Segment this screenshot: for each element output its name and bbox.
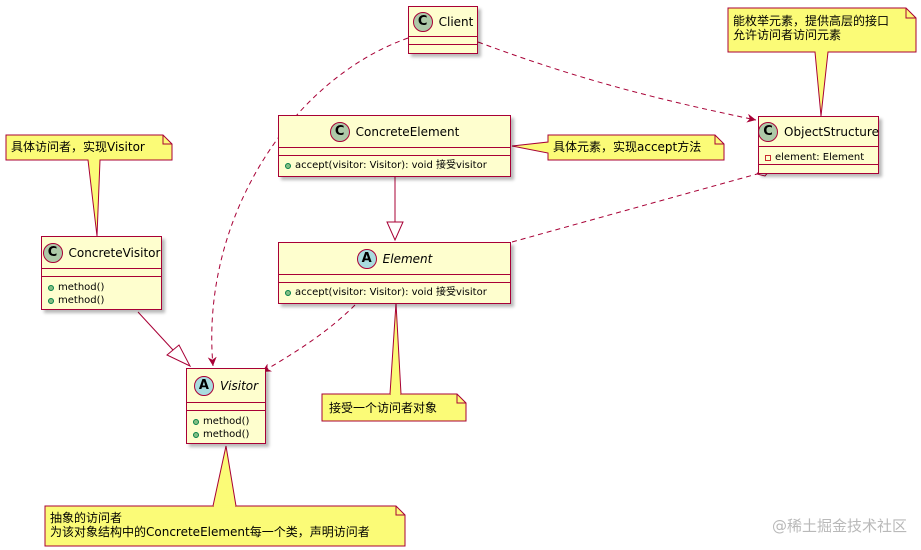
edge-concretevisitor-visitor: [137, 311, 174, 351]
class-type-badge: C: [329, 121, 350, 142]
class-client[interactable]: C Client: [408, 6, 478, 54]
method-text: method(): [203, 429, 250, 440]
note-object-structure-shape: [727, 7, 917, 117]
note-concrete-element-shape: [511, 134, 725, 161]
note-line: 允许访问者访问元素: [733, 28, 842, 42]
attribute-row: element: Element: [759, 151, 878, 164]
class-name: Client: [438, 14, 474, 29]
inheritance-triangle-element: [386, 221, 404, 242]
method-row: method(): [42, 294, 161, 307]
watermark: @稀土掘金技术社区: [771, 517, 907, 535]
public-visibility-icon: [285, 162, 291, 169]
class-name: ConcreteVisitor: [68, 245, 161, 260]
method-text: accept(visitor: Visitor): void 接受visitor: [295, 160, 487, 171]
class-visitor[interactable]: A Visitor method() method(): [186, 368, 266, 444]
class-type-badge: C: [412, 11, 433, 32]
class-type-badge: C: [42, 242, 63, 263]
class-object-structure[interactable]: C ObjectStructure element: Element: [758, 116, 879, 174]
note-object-structure: 能枚举元素，提供高层的接口 允许访问者访问元素: [733, 14, 889, 42]
class-type-badge: A: [193, 375, 214, 396]
class-visitor-header: A Visitor: [187, 369, 265, 403]
class-methods: method() method(): [42, 277, 161, 309]
class-element[interactable]: A Element accept(visitor: Visitor): void…: [278, 242, 511, 304]
class-attributes: [187, 403, 265, 411]
class-object-structure-header: C ObjectStructure: [758, 117, 879, 147]
class-type-badge: A: [356, 248, 377, 269]
method-row: accept(visitor: Visitor): void 接受visitor: [279, 286, 510, 299]
inheritance-triangle-visitor: [166, 344, 192, 368]
edge-element-visitor: [261, 304, 356, 373]
class-concrete-element[interactable]: C ConcreteElement accept(visitor: Visito…: [278, 115, 511, 177]
attribute-text: element: Element: [775, 152, 865, 163]
class-attributes: [409, 37, 477, 45]
class-concrete-visitor[interactable]: C ConcreteVisitor method() method(): [41, 236, 162, 310]
class-name: Visitor: [219, 378, 259, 393]
public-visibility-icon: [193, 418, 199, 425]
class-methods: [759, 165, 878, 173]
class-name: Element: [382, 251, 433, 266]
note-element: 接受一个访问者对象: [329, 401, 437, 415]
method-text: method(): [203, 416, 250, 427]
method-text: accept(visitor: Visitor): void 接受visitor: [295, 287, 487, 298]
method-text: method(): [58, 282, 105, 293]
class-type-badge: C: [758, 121, 779, 142]
class-attributes: [279, 275, 510, 283]
method-row: method(): [42, 281, 161, 294]
private-visibility-icon: [765, 154, 771, 161]
note-visitor-shape: [44, 445, 406, 547]
note-line: 具体访问者，实现Visitor: [11, 140, 145, 154]
method-row: method(): [187, 428, 265, 441]
class-methods: accept(visitor: Visitor): void 接受visitor: [279, 156, 510, 176]
class-name: ObjectStructure: [784, 124, 879, 139]
class-name: ConcreteElement: [355, 124, 460, 139]
class-element-header: A Element: [279, 243, 510, 275]
note-concrete-element: 具体元素，实现accept方法: [553, 140, 701, 154]
note-line: 为该对象结构中的ConcreteElement每一个类，声明访问者: [50, 525, 370, 539]
note-concrete-visitor: 具体访问者，实现Visitor: [11, 140, 145, 154]
edge-client-objectstructure: [477, 41, 757, 123]
class-attributes: [42, 269, 161, 277]
note-line: 抽象的访问者: [50, 511, 123, 525]
class-methods: accept(visitor: Visitor): void 接受visitor: [279, 283, 510, 303]
class-concrete-visitor-header: C ConcreteVisitor: [42, 237, 161, 269]
method-text: method(): [58, 295, 105, 306]
class-attributes: element: Element: [759, 147, 878, 165]
class-methods: method() method(): [187, 411, 265, 443]
edge-client-visitor: [207, 37, 409, 367]
class-concrete-element-header: C ConcreteElement: [279, 116, 510, 148]
public-visibility-icon: [48, 297, 54, 304]
note-concrete-visitor-shape: [5, 134, 173, 237]
note-visitor: 抽象的访问者 为该对象结构中的ConcreteElement每一个类，声明访问者: [50, 511, 370, 539]
class-client-header: C Client: [409, 7, 477, 37]
public-visibility-icon: [285, 289, 291, 296]
public-visibility-icon: [193, 431, 199, 438]
class-methods: [409, 45, 477, 53]
note-line: 能枚举元素，提供高层的接口: [733, 14, 890, 28]
method-row: method(): [187, 415, 265, 428]
edge-element-objectstructure: [511, 173, 758, 243]
note-line: 接受一个访问者对象: [329, 401, 438, 415]
note-line: 具体元素，实现accept方法: [553, 140, 702, 154]
public-visibility-icon: [48, 284, 54, 291]
class-attributes: [279, 148, 510, 156]
method-row: accept(visitor: Visitor): void 接受visitor: [279, 159, 510, 172]
